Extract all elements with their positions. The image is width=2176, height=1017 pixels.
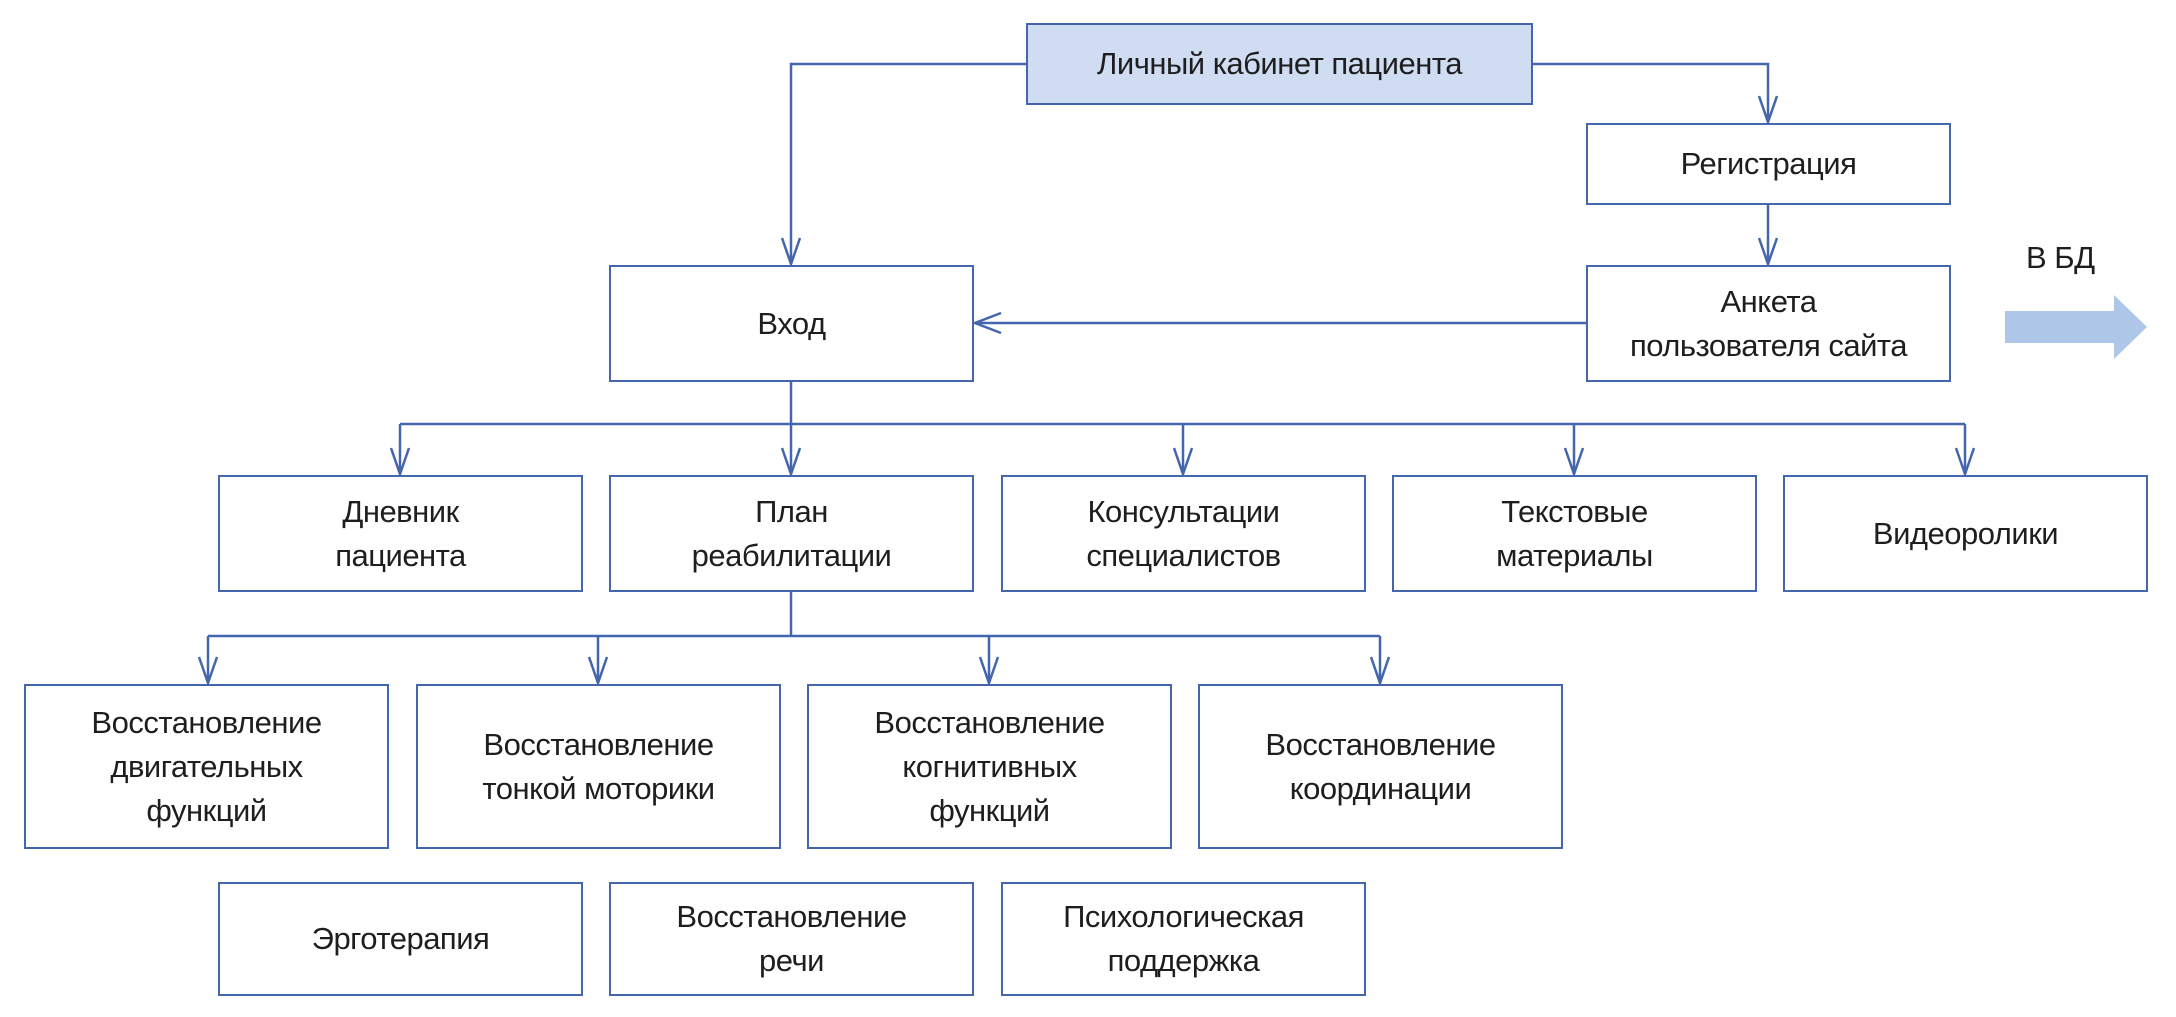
arrowhead-icon — [389, 447, 411, 478]
node-diary[interactable]: Дневник пациента — [218, 475, 583, 592]
node-coordination[interactable]: Восстановление координации — [1198, 684, 1563, 849]
node-cabinet[interactable]: Личный кабинет пациента — [1026, 23, 1533, 105]
node-label: План реабилитации — [691, 493, 892, 573]
node-label: Восстановление тонкой моторики — [482, 726, 715, 806]
edge-cabinet-login — [789, 62, 1026, 264]
node-label: Восстановление двигательных функций — [91, 704, 322, 828]
node-label: Восстановление когнитивных функций — [874, 704, 1105, 828]
node-registration[interactable]: Регистрация — [1586, 123, 1951, 205]
arrowhead-icon — [587, 656, 609, 687]
node-label: Регистрация — [1680, 146, 1857, 181]
node-label: Анкета пользователя сайта — [1629, 283, 1908, 363]
arrowhead-icon — [1172, 447, 1194, 478]
node-label: Консультации специалистов — [1086, 493, 1281, 573]
arrowhead-icon — [780, 237, 802, 268]
node-videos[interactable]: Видеоролики — [1783, 475, 2148, 592]
arrowhead-icon — [197, 656, 219, 687]
node-label: Видеоролики — [1872, 515, 2059, 551]
node-consultations[interactable]: Консультации специалистов — [1001, 475, 1366, 592]
node-psych[interactable]: Психологическая поддержка — [1001, 882, 1366, 996]
arrowhead-icon — [1954, 447, 1976, 478]
db-arrow-label: В БД — [2026, 240, 2095, 275]
arrowhead-icon — [1757, 95, 1779, 126]
node-label: Восстановление речи — [676, 899, 907, 978]
node-speech[interactable]: Восстановление речи — [609, 882, 974, 996]
node-text-materials[interactable]: Текстовые материалы — [1392, 475, 1757, 592]
node-label: Дневник пациента — [335, 493, 466, 573]
node-rehab-plan[interactable]: План реабилитации — [609, 475, 974, 592]
arrowhead-icon — [978, 656, 1000, 687]
node-ergotherapy[interactable]: Эрготерапия — [218, 882, 583, 996]
node-motor[interactable]: Восстановление двигательных функций — [24, 684, 389, 849]
arrowhead-icon — [1369, 656, 1391, 687]
edge-cabinet-registration — [1533, 62, 1770, 122]
arrowhead-icon — [1563, 447, 1585, 478]
arrowhead-icon — [1757, 237, 1779, 268]
node-label: Эрготерапия — [311, 921, 490, 956]
arrowhead-icon — [780, 447, 802, 478]
node-label: Восстановление координации — [1265, 726, 1496, 806]
db-arrow-icon — [2005, 295, 2147, 359]
arrowhead-icon — [971, 311, 1002, 335]
node-fine-motor[interactable]: Восстановление тонкой моторики — [416, 684, 781, 849]
node-label: Текстовые материалы — [1496, 493, 1653, 573]
node-label: Личный кабинет пациента — [1097, 46, 1462, 81]
node-login[interactable]: Вход — [609, 265, 974, 382]
node-label: Психологическая поддержка — [1063, 899, 1304, 978]
node-cognitive[interactable]: Восстановление когнитивных функций — [807, 684, 1172, 849]
node-label: Вход — [757, 305, 826, 341]
node-questionnaire[interactable]: Анкета пользователя сайта — [1586, 265, 1951, 382]
